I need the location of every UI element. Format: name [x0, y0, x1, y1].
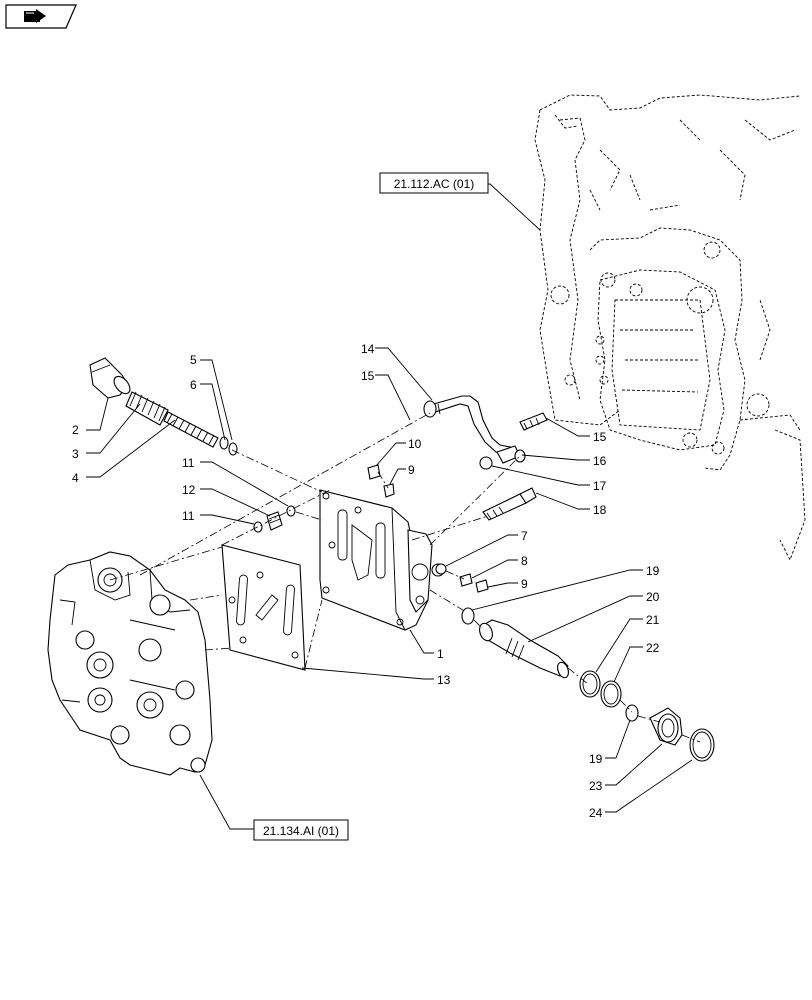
- part-plugs-9-10: [367, 464, 395, 498]
- callout-18: 18: [593, 503, 607, 517]
- callout-17: 17: [593, 479, 607, 493]
- callout-11b: 11: [182, 509, 195, 523]
- part-plug-12: [253, 505, 296, 533]
- ref-box-control-valve[interactable]: 21.134.AI (01): [253, 819, 349, 841]
- part-orings-5-6: [219, 436, 238, 456]
- callout-3: 3: [72, 447, 79, 461]
- callout-8: 8: [521, 554, 528, 568]
- callout-7: 7: [521, 529, 528, 543]
- part-fitting-16: [496, 445, 526, 464]
- part-screw-15: [519, 412, 548, 431]
- ref-label-transmission: 21.112.AC (01): [394, 177, 475, 191]
- book-arrow-icon: [24, 9, 46, 23]
- callout-12: 12: [182, 483, 196, 497]
- transmission-housing: [534, 94, 806, 562]
- valve-plate: [319, 489, 445, 631]
- part-spool: [479, 619, 569, 679]
- leader-lines: [86, 183, 693, 830]
- ref-label-control-valve: 21.134.AI (01): [263, 824, 339, 838]
- part-oring-19-lower: [625, 704, 639, 722]
- callout-numbers: 2 3 4 5 6 11 12 11 14 15 10 9 15 16 17 1…: [72, 342, 660, 820]
- control-valve-body: [47, 551, 213, 776]
- callout-10: 10: [408, 437, 422, 451]
- part-washer-17: [479, 456, 493, 470]
- callout-11a: 11: [182, 456, 195, 470]
- callout-9a: 9: [408, 463, 415, 477]
- part-cap-23: [649, 707, 683, 746]
- callout-22: 22: [646, 641, 660, 655]
- assembly-axes: [109, 412, 701, 743]
- callout-19a: 19: [646, 564, 660, 578]
- callout-5: 5: [190, 353, 197, 367]
- part-spring-large: [125, 391, 169, 426]
- callout-16: 16: [593, 454, 607, 468]
- gasket: [221, 544, 306, 671]
- part-oring-19: [461, 607, 475, 625]
- ref-box-transmission[interactable]: 21.112.AC (01): [379, 172, 489, 194]
- nav-button[interactable]: [5, 4, 77, 29]
- callout-4: 4: [72, 471, 79, 485]
- part-plugs-7-8-9: [435, 563, 489, 593]
- callout-15a: 15: [361, 369, 375, 383]
- callout-23: 23: [589, 779, 603, 793]
- part-spring-long: [163, 411, 219, 448]
- callout-24: 24: [589, 806, 603, 820]
- part-rings-21-22: [579, 670, 622, 708]
- callout-13: 13: [437, 673, 451, 687]
- callout-1: 1: [437, 647, 444, 661]
- part-tube: [423, 395, 516, 457]
- callout-6: 6: [190, 378, 197, 392]
- callout-21: 21: [646, 613, 660, 627]
- callout-14: 14: [361, 342, 375, 356]
- callout-15b: 15: [593, 430, 607, 444]
- callout-9b: 9: [521, 577, 528, 591]
- callout-2: 2: [72, 423, 79, 437]
- part-snapring-24: [689, 728, 715, 762]
- callout-20: 20: [646, 590, 660, 604]
- part-bolt-18: [482, 487, 537, 521]
- part-connector: [89, 357, 131, 399]
- callout-19b: 19: [589, 752, 603, 766]
